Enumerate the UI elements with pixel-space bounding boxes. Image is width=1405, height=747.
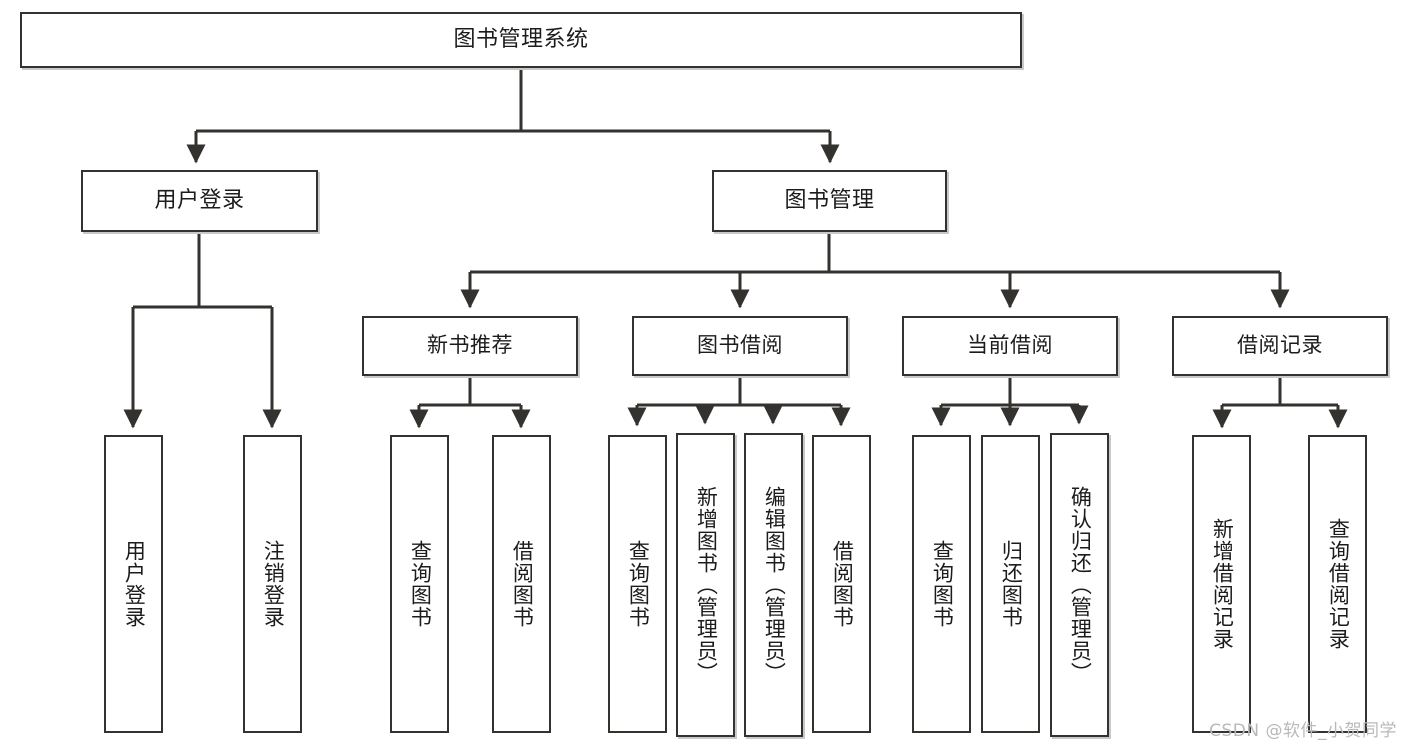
node-leaf-query-book-2-label: 查询图书 [626,540,651,628]
node-leaf-query-book-3[interactable]: 查询图书 [912,435,971,733]
node-user-login-label: 用户登录 [154,187,245,213]
node-leaf-borrow-book-2[interactable]: 借阅图书 [812,435,871,733]
node-book-borrow-label: 图书借阅 [697,333,783,358]
node-leaf-add-record-label: 新增借阅记录 [1210,518,1235,650]
node-leaf-confirm-return-label: 确认归还（管理员） [1068,486,1093,684]
node-leaf-query-book-1[interactable]: 查询图书 [390,435,449,733]
node-root-label: 图书管理系统 [453,26,589,52]
node-leaf-user-logout-label: 注销登录 [261,540,286,628]
node-leaf-query-book-3-label: 查询图书 [930,540,955,628]
node-borrow-record[interactable]: 借阅记录 [1172,316,1388,376]
node-current-borrow[interactable]: 当前借阅 [902,316,1118,376]
node-leaf-add-book-label: 新增图书（管理员） [694,486,719,684]
node-book-borrow[interactable]: 图书借阅 [632,316,848,376]
node-root[interactable]: 图书管理系统 [20,12,1022,68]
node-leaf-query-book-1-label: 查询图书 [408,540,433,628]
node-leaf-query-record-label: 查询借阅记录 [1326,518,1351,650]
node-new-book-rec[interactable]: 新书推荐 [362,316,578,376]
node-new-book-rec-label: 新书推荐 [427,333,513,358]
node-leaf-return-book-label: 归还图书 [999,540,1024,628]
node-leaf-borrow-book-2-label: 借阅图书 [830,540,855,628]
node-leaf-add-book[interactable]: 新增图书（管理员） [676,433,735,737]
node-user-login[interactable]: 用户登录 [81,170,318,232]
node-leaf-query-book-2[interactable]: 查询图书 [608,435,667,733]
node-leaf-borrow-book-1-label: 借阅图书 [510,540,535,628]
node-leaf-query-record[interactable]: 查询借阅记录 [1308,435,1367,733]
node-leaf-edit-book-label: 编辑图书（管理员） [762,486,787,684]
node-book-manage[interactable]: 图书管理 [712,170,947,232]
node-borrow-record-label: 借阅记录 [1237,333,1323,358]
node-leaf-return-book[interactable]: 归还图书 [981,435,1040,733]
node-leaf-edit-book[interactable]: 编辑图书（管理员） [744,433,803,737]
node-current-borrow-label: 当前借阅 [967,333,1053,358]
node-leaf-add-record[interactable]: 新增借阅记录 [1192,435,1251,733]
node-book-manage-label: 图书管理 [784,187,875,213]
node-leaf-user-login[interactable]: 用户登录 [104,435,163,733]
node-leaf-confirm-return[interactable]: 确认归还（管理员） [1050,433,1109,737]
node-leaf-user-login-label: 用户登录 [122,540,147,628]
node-leaf-borrow-book-1[interactable]: 借阅图书 [492,435,551,733]
node-leaf-user-logout[interactable]: 注销登录 [243,435,302,733]
